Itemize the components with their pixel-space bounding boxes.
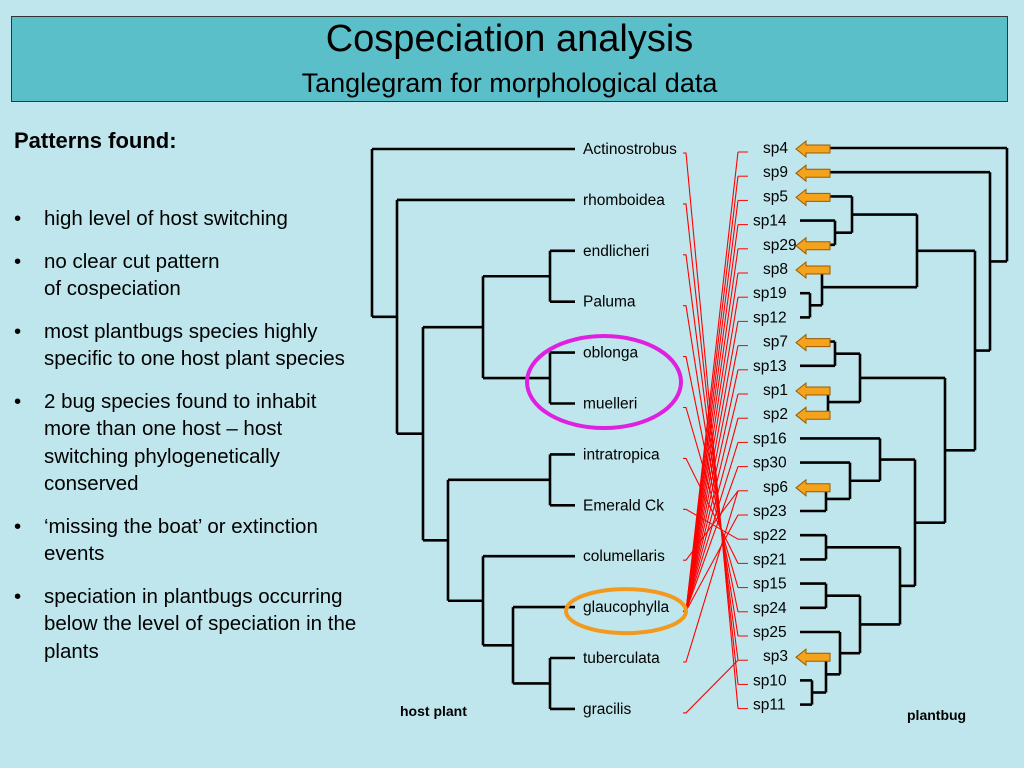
bullet-dot: • — [14, 249, 22, 273]
plantbug-taxon-label: sp12 — [753, 309, 787, 326]
arrow-marker-icon — [795, 478, 831, 497]
host-taxon-label: endlicheri — [583, 243, 649, 260]
slide-title: Cospeciation analysis — [325, 18, 694, 60]
plantbug-taxon-label: sp15 — [753, 576, 787, 593]
host-taxon-label: Actinostrobus — [583, 141, 677, 158]
host-taxon-label: rhomboidea — [583, 192, 665, 209]
bullet-dot: • — [14, 207, 22, 230]
plantbug-taxon-label: sp9 — [763, 164, 788, 181]
title-box: Cospeciation analysis Tanglegram for mor… — [11, 16, 1008, 102]
plantbug-taxon-label: sp30 — [753, 455, 787, 472]
bullet-text: of cospeciation — [44, 277, 181, 300]
arrow-marker-icon — [795, 139, 831, 159]
bullet-dot: • — [14, 584, 22, 608]
plantbug-taxon-label: sp8 — [763, 261, 788, 278]
bullet-dot: • — [14, 389, 22, 413]
host-taxon-label: Paluma — [583, 294, 636, 311]
host-taxon-label: tuberculata — [583, 650, 660, 667]
pattern-bullet: • ‘missing the boat’ or extinction events — [14, 513, 364, 568]
patterns-list: • high level of host switching • no clear c… — [14, 205, 364, 680]
plantbug-taxon-label: sp7 — [763, 334, 788, 351]
highlight-ellipse — [564, 587, 688, 636]
arrow-marker-icon — [795, 648, 831, 667]
plantbug-taxon-label: sp13 — [753, 358, 787, 375]
host-taxon-label: Emerald Ck — [583, 497, 664, 514]
highlight-ellipses — [525, 334, 688, 636]
pattern-bullet: • 2 bug species found to inhabit more tha… — [14, 388, 364, 498]
plantbug-taxon-label: sp25 — [753, 624, 787, 641]
pattern-bullet: • high level of host switching — [14, 205, 364, 233]
host-taxon-label: muelleri — [583, 396, 637, 413]
plantbug-taxon-label: sp1 — [763, 382, 788, 399]
bullet-text: speciation in plantbugs occurring below … — [44, 584, 357, 663]
bullet-dot: • — [14, 514, 22, 538]
plantbug-taxon-label: sp11 — [753, 697, 785, 714]
arrow-marker-icon — [795, 260, 831, 280]
bullet-text: ‘missing the boat’ or extinction events — [44, 514, 318, 566]
plantbug-taxa-labels: sp4 sp9 sp5 sp14 sp29 sp8 sp19 sp12 sp7 sp13 sp1 sp… — [738, 140, 797, 714]
association-line — [683, 508, 739, 540]
plantbug-caption: plantbug — [907, 707, 966, 723]
arrow-marker-icon — [795, 333, 831, 352]
arrow-marker-icon — [795, 236, 831, 255]
bullet-text: no clear cut pattern — [44, 249, 220, 273]
association-line — [683, 254, 739, 661]
plantbug-taxon-label: sp3 — [763, 648, 788, 665]
plantbug-taxon-label: sp23 — [753, 503, 787, 520]
bullet-text: 2 bug species found to inhabit more than… — [44, 389, 317, 496]
association-lines — [683, 151, 739, 714]
bullet-text: most plantbugs species highly specific t… — [44, 319, 345, 371]
host-tree — [370, 147, 575, 711]
bullet-text: high level of host switching — [44, 207, 288, 230]
association-line — [683, 490, 739, 561]
arrow-marker-icon — [795, 406, 831, 425]
arrow-marker-icon — [795, 164, 831, 183]
plantbug-taxon-label: sp19 — [753, 285, 787, 302]
arrow-marker-icon — [795, 188, 831, 207]
association-line — [683, 659, 739, 714]
slide-subtitle: Tanglegram for morphological data — [301, 68, 718, 98]
pattern-bullet: • most plantbugs species highly specific … — [14, 318, 364, 373]
host-taxon-label: gracilis — [583, 701, 631, 718]
host-taxon-label: intratropica — [583, 446, 660, 463]
pattern-bullet: • no clear cut pattern of cospeciation — [14, 248, 364, 303]
plantbug-taxon-label: sp21 — [753, 551, 787, 568]
host-taxon-label: glaucophylla — [583, 599, 670, 616]
plantbug-taxon-label: sp10 — [753, 672, 787, 689]
host-plant-caption: host plant — [400, 703, 467, 719]
arrow-markers — [795, 139, 831, 667]
plantbug-taxon-label: sp6 — [763, 479, 788, 496]
association-line — [683, 457, 739, 564]
bullet-dot: • — [14, 319, 22, 343]
patterns-heading: Patterns found: — [14, 128, 177, 153]
plantbug-taxon-label: sp16 — [753, 430, 787, 447]
plantbug-taxon-label: sp14 — [753, 213, 787, 230]
plantbug-taxon-label: sp22 — [753, 527, 787, 544]
host-taxon-label: columellaris — [583, 548, 665, 565]
highlight-ellipse — [525, 334, 683, 431]
plantbug-tree — [800, 146, 1009, 706]
pattern-bullet: • speciation in plantbugs occurring below… — [14, 583, 364, 666]
host-taxon-label: oblonga — [583, 345, 639, 362]
arrow-marker-icon — [795, 381, 831, 401]
plantbug-taxon-label: sp4 — [763, 140, 788, 157]
plantbug-taxon-label: sp24 — [753, 600, 787, 617]
plantbug-taxon-label: sp29 — [763, 237, 797, 254]
plantbug-taxon-label: sp2 — [763, 406, 788, 423]
plantbug-taxon-label: sp5 — [763, 188, 788, 205]
association-line — [683, 490, 739, 663]
